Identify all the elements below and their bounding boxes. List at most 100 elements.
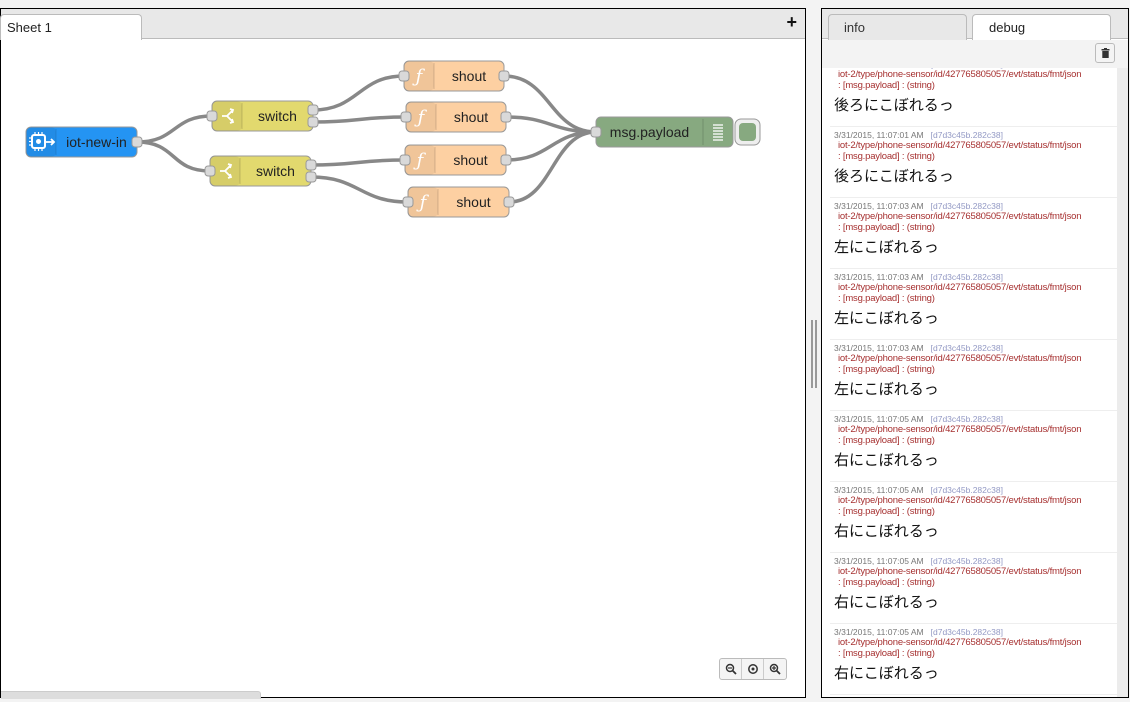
debug-message: 3/31/2015, 11:07:05 AM [d7d3c45b.282c38]i… xyxy=(830,624,1117,695)
input-port[interactable] xyxy=(398,70,410,82)
zoom-out-icon[interactable] xyxy=(720,659,742,679)
output-port[interactable] xyxy=(498,70,510,82)
message-node-id[interactable]: [d7d3c45b.282c38] xyxy=(931,68,1003,69)
horizontal-scrollbar[interactable] xyxy=(1,691,261,699)
flow-wire[interactable] xyxy=(310,158,406,167)
flow-wire[interactable] xyxy=(136,140,211,173)
message-node-id[interactable]: [d7d3c45b.282c38] xyxy=(930,343,1003,353)
flow-node-switch[interactable]: switch xyxy=(204,155,317,187)
debug-message: 3/31/2015, 11:07:05 AM[d7d3c45b.282c38]i… xyxy=(830,553,1117,624)
svg-text:ƒ: ƒ xyxy=(412,66,426,87)
flow-node-iot-new-in[interactable]: iot-new-in xyxy=(25,126,143,158)
plus-icon[interactable]: + xyxy=(786,12,797,32)
output-port[interactable] xyxy=(307,104,319,116)
message-payload: 右にこぼれるっ xyxy=(834,664,939,682)
output-port[interactable] xyxy=(500,111,512,123)
flow-node-shout[interactable]: ƒ shout xyxy=(400,101,512,133)
flow-node-switch[interactable]: switch xyxy=(206,100,319,132)
message-timestamp: 3/31/2015, 11:07:05 AM xyxy=(834,627,924,637)
output-port[interactable] xyxy=(131,136,143,148)
input-port[interactable] xyxy=(400,111,412,123)
flow-wire[interactable] xyxy=(508,130,597,204)
input-port[interactable] xyxy=(206,110,218,122)
input-port[interactable] xyxy=(402,196,414,208)
node-label: shout xyxy=(454,109,488,125)
debug-message: 3/31/2015, 11:07:03 AM [d7d3c45b.282c38]i… xyxy=(830,269,1117,340)
message-node-id[interactable]: [d7d3c45b.282c38] xyxy=(930,414,1003,424)
flow-graph[interactable]: iot-new-in switch switch ƒ shout ƒ shout ƒ shout… xyxy=(1,40,805,697)
message-node-id[interactable]: [d7d3c45b.282c38] xyxy=(930,485,1003,495)
sidebar-resize-handle[interactable] xyxy=(810,320,817,388)
message-type: : [msg.payload] : (string) xyxy=(838,647,935,659)
svg-text:ƒ: ƒ xyxy=(414,107,428,128)
svg-text:ƒ: ƒ xyxy=(416,192,430,213)
flow-node-shout[interactable]: ƒ shout xyxy=(398,60,510,92)
zoom-in-icon[interactable] xyxy=(764,659,786,679)
flow-workspace: Sheet 1 + iot-new-in switch switch ƒ shout ƒ s… xyxy=(0,8,806,699)
debug-toolbar xyxy=(822,40,1128,68)
tab-sheet-1[interactable]: Sheet 1 xyxy=(0,14,142,40)
input-port[interactable] xyxy=(204,165,216,177)
message-topic: iot-2/type/phone-sensor/id/427765805057/… xyxy=(838,282,1082,293)
vertical-scrollbar[interactable] xyxy=(1117,68,1128,697)
iot-chip-icon xyxy=(29,132,56,151)
message-type: : [msg.payload] : (string) xyxy=(838,79,935,91)
message-payload: 後ろにこぼれるっ xyxy=(834,96,954,114)
message-payload: 後ろにこぼれるっ xyxy=(834,167,954,185)
message-topic: iot-2/type/phone-sensor/id/427765805057/… xyxy=(838,424,1082,435)
message-type: : [msg.payload] : (string) xyxy=(838,221,935,233)
output-port[interactable] xyxy=(503,196,515,208)
flow-wire[interactable] xyxy=(136,114,213,144)
trash-icon[interactable] xyxy=(1095,43,1115,63)
flow-canvas[interactable]: iot-new-in switch switch ƒ shout ƒ shout ƒ shout… xyxy=(1,40,805,697)
node-label: switch xyxy=(258,108,297,124)
message-topic: iot-2/type/phone-sensor/id/427765805057/… xyxy=(838,211,1082,222)
input-port[interactable] xyxy=(399,154,411,166)
flow-wire[interactable] xyxy=(312,115,407,124)
sidebar-tab-bar: info debug xyxy=(822,9,1128,40)
message-payload: 左にこぼれるっ xyxy=(834,238,939,256)
tab-debug[interactable]: debug xyxy=(972,14,1111,40)
output-port[interactable] xyxy=(500,154,512,166)
message-topic: iot-2/type/phone-sensor/id/427765805057/… xyxy=(838,495,1082,506)
message-type: : [msg.payload] : (string) xyxy=(838,505,935,517)
message-payload: 右にこぼれるっ xyxy=(834,522,939,540)
zoom-reset-icon[interactable] xyxy=(742,659,764,679)
message-payload: 左にこぼれるっ xyxy=(834,309,939,327)
message-type: : [msg.payload] : (string) xyxy=(838,576,935,588)
message-node-id[interactable]: [d7d3c45b.282c38] xyxy=(930,272,1003,282)
debug-message-list[interactable]: 3/31/2015, 11:07:01 AM[d7d3c45b.282c38]i… xyxy=(830,68,1117,697)
message-node-id[interactable]: [d7d3c45b.282c38] xyxy=(930,201,1003,211)
output-port[interactable] xyxy=(307,116,319,128)
input-port[interactable] xyxy=(590,126,602,138)
output-port[interactable] xyxy=(305,159,317,171)
message-payload: 左にこぼれるっ xyxy=(834,380,939,398)
flow-wire[interactable] xyxy=(312,74,405,112)
flow-node-msg-payload[interactable]: msg.payload xyxy=(590,116,761,148)
flow-wire[interactable] xyxy=(310,175,409,204)
node-label: shout xyxy=(452,68,486,84)
node-label: shout xyxy=(453,152,487,168)
tab-info[interactable]: info xyxy=(828,14,967,40)
message-topic: iot-2/type/phone-sensor/id/427765805057/… xyxy=(838,353,1082,364)
message-node-id[interactable]: [d7d3c45b.282c38] xyxy=(930,130,1003,140)
workspace-tab-bar: Sheet 1 + xyxy=(0,9,805,40)
message-timestamp: 3/31/2015, 11:07:05 AM xyxy=(834,485,924,495)
message-node-id[interactable]: [d7d3c45b.282c38] xyxy=(930,556,1003,566)
message-payload: 右にこぼれるっ xyxy=(834,593,939,611)
output-port[interactable] xyxy=(305,171,317,183)
function-icon: ƒ xyxy=(416,192,430,213)
flow-wire[interactable] xyxy=(505,115,597,134)
message-timestamp: 3/31/2015, 11:07:03 AM xyxy=(834,201,924,211)
debug-message: 3/31/2015, 11:07:05 AM[d7d3c45b.282c38]i… xyxy=(830,411,1117,482)
message-timestamp: 3/31/2015, 11:07:03 AM xyxy=(834,343,924,353)
message-topic: iot-2/type/phone-sensor/id/427765805057/… xyxy=(838,637,1082,648)
debug-message: 3/31/2015, 11:07:01 AM[d7d3c45b.282c38]i… xyxy=(830,127,1117,198)
message-timestamp: 3/31/2015, 11:07:03 AM xyxy=(834,272,924,282)
message-type: : [msg.payload] : (string) xyxy=(838,434,935,446)
message-payload: 右にこぼれるっ xyxy=(834,451,939,469)
message-node-id[interactable]: [d7d3c45b.282c38] xyxy=(930,627,1003,637)
message-type: : [msg.payload] : (string) xyxy=(838,363,935,375)
